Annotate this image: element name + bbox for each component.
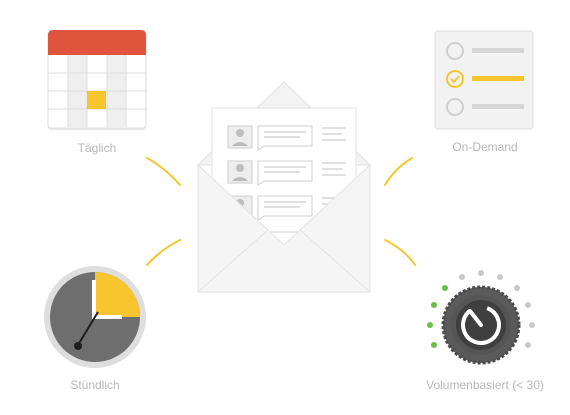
volume-dots bbox=[427, 270, 535, 348]
volume-label: Volumenbasiert (< 30) bbox=[426, 378, 544, 392]
daily-label: Täglich bbox=[77, 141, 117, 155]
connector-hourly bbox=[146, 239, 181, 266]
clock-icon bbox=[44, 266, 146, 368]
volume-knob-icon bbox=[427, 270, 535, 365]
connector-volume bbox=[384, 239, 416, 266]
checklist-icon bbox=[434, 30, 534, 130]
connector-lines bbox=[146, 157, 416, 266]
connector-daily bbox=[146, 157, 181, 186]
on-demand-label: On-Demand bbox=[452, 140, 518, 154]
envelope-icon bbox=[196, 81, 372, 293]
connector-on-demand bbox=[384, 157, 413, 186]
calendar-icon bbox=[47, 30, 147, 130]
hourly-label: Stündlich bbox=[70, 378, 120, 392]
